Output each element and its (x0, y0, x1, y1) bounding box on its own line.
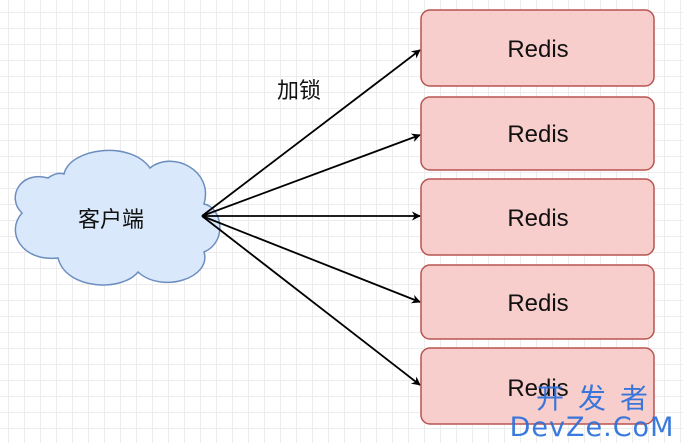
client-cloud[interactable]: 客户端 (14, 149, 221, 286)
redis-node-5[interactable]: Redis (420, 347, 655, 425)
arrow-to-redis-1[interactable] (201, 49, 421, 217)
watermark: 开发者 DevZe.CoM (507, 382, 677, 443)
redis-node-box (420, 9, 655, 87)
client-label: 客户端 (78, 208, 144, 233)
redis-node-label: Redis (507, 290, 568, 317)
edges (201, 49, 421, 386)
redis-node-label: Redis (507, 375, 568, 402)
redis-node-2[interactable]: Redis (420, 96, 655, 171)
redis-node-label: Redis (507, 205, 568, 232)
redis-node-box (420, 347, 655, 425)
cloud-shape (14, 149, 221, 286)
redis-node-1[interactable]: Redis (420, 9, 655, 87)
watermark-line-1: 开发者 (535, 382, 662, 415)
redis-node-3[interactable]: Redis (420, 178, 655, 256)
redis-node-4[interactable]: Redis (420, 264, 655, 340)
watermark-line-2: DevZe.CoM (509, 412, 675, 443)
redis-node-label: Redis (507, 36, 568, 63)
lock-edge-label: 加锁 (277, 79, 321, 104)
arrow-to-redis-5[interactable] (201, 215, 421, 386)
redis-node-box (420, 264, 655, 340)
arrow-to-redis-2[interactable] (201, 133, 421, 217)
redis-node-label: Redis (507, 121, 568, 148)
redis-node-box (420, 96, 655, 171)
arrow-to-redis-4[interactable] (201, 215, 421, 304)
redis-node-box (420, 178, 655, 256)
